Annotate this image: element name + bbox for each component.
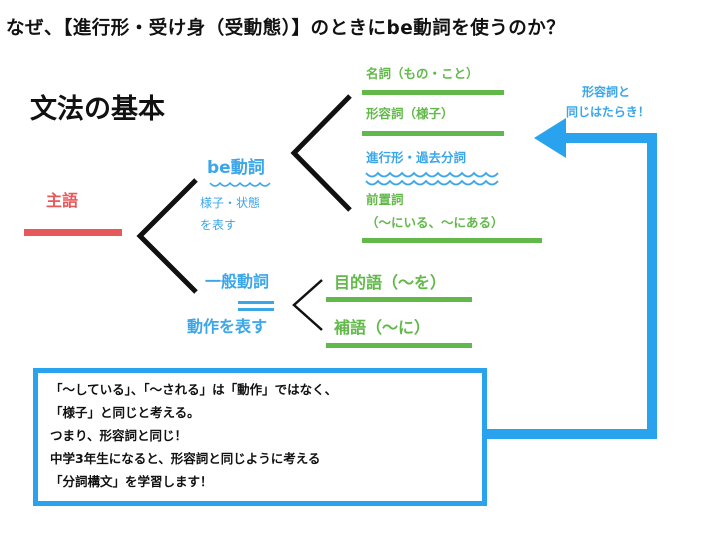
note-line-2: 「様子」と同じと考える。 — [50, 405, 200, 420]
general-verb-desc: 動作を表す — [187, 317, 268, 336]
subject-label: 主語 — [46, 191, 79, 210]
be-verb-desc-line1: 様子・状態 — [200, 196, 261, 210]
complement-preposition: 前置詞 — [366, 192, 404, 207]
side-note-line2: 同じはたらき！ — [566, 105, 650, 119]
be-verb-branch — [290, 94, 352, 212]
note-line-4: 中学3年生になると、形容詞と同じように考える — [50, 451, 321, 466]
section-heading: 文法の基本 — [30, 94, 165, 125]
note-line-1: 「〜している」、「〜される」は「動作」ではなく、 — [50, 382, 338, 397]
be-verb-label: be動詞 — [207, 158, 265, 178]
complement-underline-4 — [362, 238, 542, 243]
general-verb-label: 一般動詞 — [205, 272, 270, 291]
note-line-5: 「分詞構文」を学習します！ — [50, 474, 213, 489]
complement-underline-2 — [362, 131, 504, 136]
explanation-box: 「〜している」、「〜される」は「動作」ではなく、 「様子」と同じと考える。 つま… — [33, 368, 487, 506]
object-underline-1 — [326, 297, 472, 302]
general-verb-double-line-top — [238, 301, 274, 304]
general-verb-double-line-bottom — [238, 308, 274, 311]
object-label: 目的語（〜を） — [334, 273, 447, 292]
object-underline-2 — [326, 343, 472, 348]
complement-ni-label: 補語（〜に） — [334, 318, 431, 337]
complement-adjective: 形容詞（様子） — [366, 106, 454, 121]
complement-wavy-underline — [365, 171, 499, 186]
be-verb-wavy-underline — [209, 181, 271, 187]
complement-noun: 名詞（もの・こと） — [366, 66, 479, 81]
page-title: なぜ、【進行形・受け身（受動態）】のときにbe動詞を使うのか？ — [6, 18, 566, 39]
arrow-head — [534, 118, 566, 158]
side-note-line1: 形容詞と — [582, 85, 631, 99]
be-verb-desc-line2: を表す — [200, 218, 237, 232]
return-arrow — [482, 133, 657, 439]
complement-participle: 進行形・過去分詞 — [366, 150, 467, 165]
subject-underline — [24, 229, 122, 236]
main-branch — [136, 178, 198, 294]
complement-underline-1 — [362, 90, 504, 95]
note-line-3: つまり、形容詞と同じ！ — [50, 428, 188, 443]
complement-preposition-example: （〜にいる、〜にある） — [366, 215, 504, 230]
general-verb-branch — [292, 279, 323, 331]
